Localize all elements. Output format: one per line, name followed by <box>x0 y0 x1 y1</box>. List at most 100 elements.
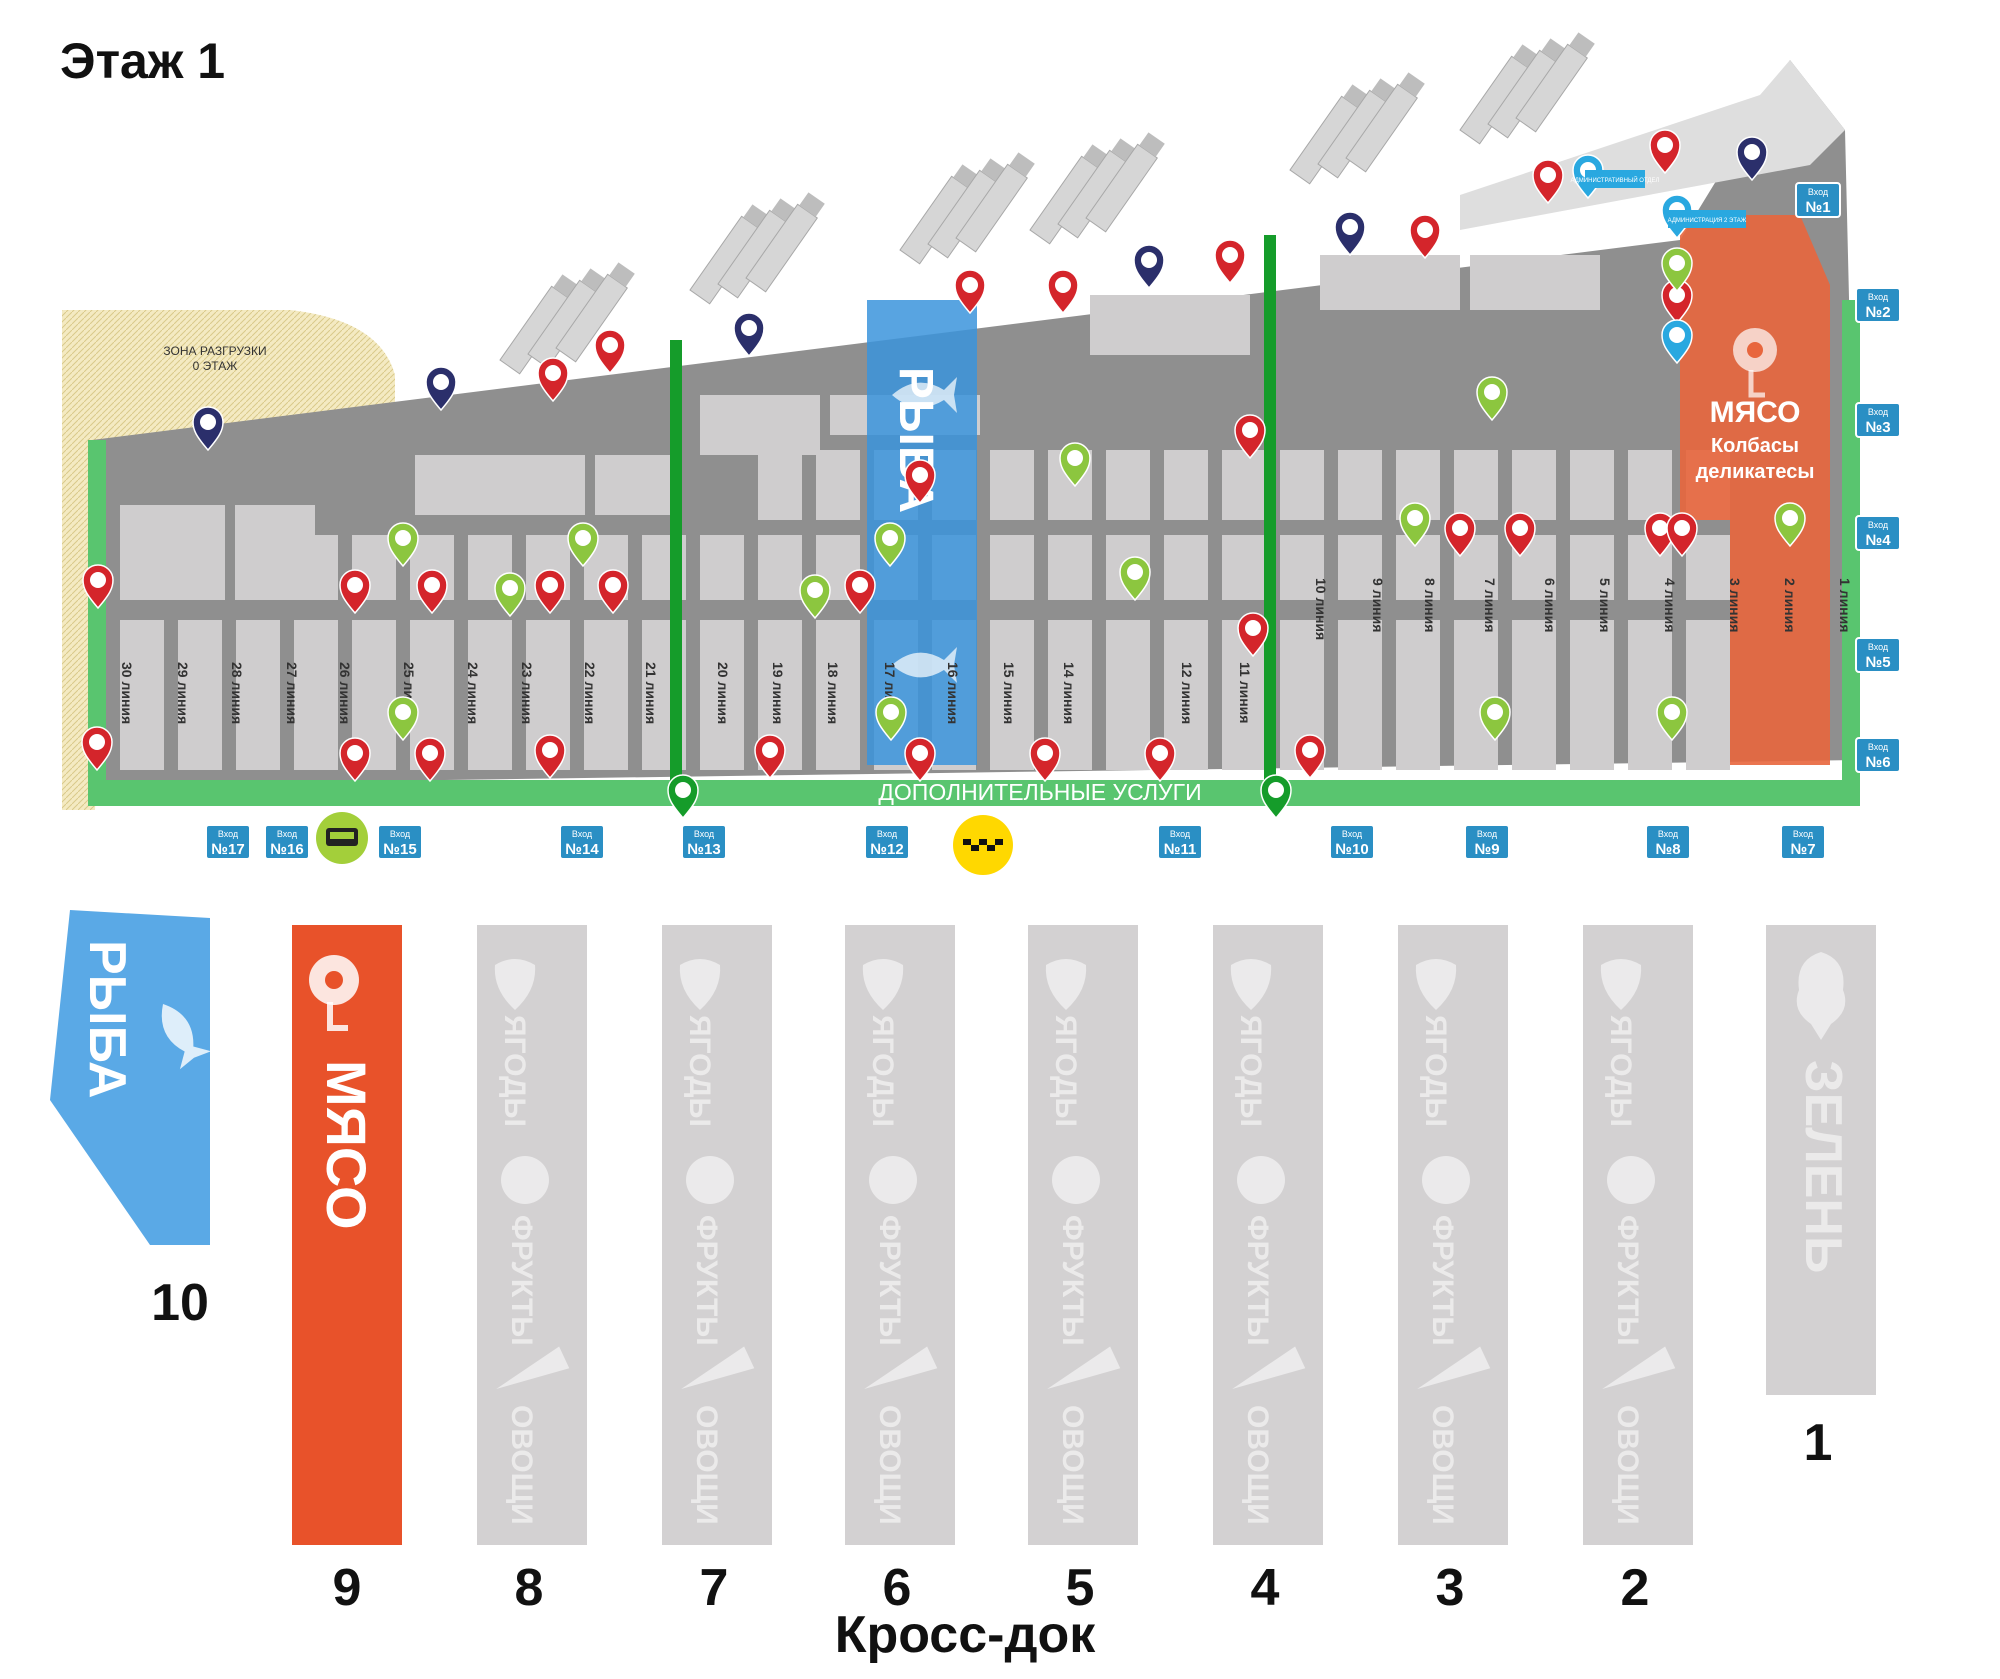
stall-block <box>1512 620 1556 770</box>
atm-icon[interactable] <box>339 569 371 615</box>
flower-icon[interactable] <box>1476 376 1508 422</box>
atm-icon[interactable] <box>1409 214 1441 260</box>
flower-icon[interactable] <box>494 572 526 618</box>
atm-icon[interactable] <box>1234 414 1266 460</box>
dock-label: РЫБА <box>78 940 136 1099</box>
meat-icon <box>309 955 359 1031</box>
bus-stop-icon[interactable] <box>667 774 699 820</box>
lane-label: 14 линия <box>1061 662 1077 724</box>
atm-icon[interactable] <box>597 569 629 615</box>
stall-block <box>1470 255 1600 310</box>
restroom-icon[interactable] <box>1133 244 1165 290</box>
flower-icon[interactable] <box>1656 696 1688 742</box>
flower-icon[interactable] <box>1059 442 1091 488</box>
dock-label: ЯГОДЫ <box>498 1015 531 1127</box>
atm-icon[interactable] <box>1666 512 1698 558</box>
flower-icon[interactable] <box>1119 556 1151 602</box>
restroom-icon[interactable] <box>733 312 765 358</box>
atm-icon[interactable] <box>754 734 786 780</box>
atm-icon[interactable] <box>534 569 566 615</box>
flower-icon[interactable] <box>387 696 419 742</box>
atm-icon[interactable] <box>537 357 569 403</box>
lane-label: 1 линия <box>1837 578 1853 632</box>
atm-icon[interactable] <box>416 569 448 615</box>
atm-icon[interactable] <box>1047 269 1079 315</box>
atm-icon[interactable] <box>1532 159 1564 205</box>
atm-icon[interactable] <box>414 737 446 783</box>
info-icon[interactable] <box>1661 319 1693 365</box>
atm-icon[interactable] <box>82 564 114 610</box>
dock-number: 10 <box>151 1274 209 1332</box>
flower-icon[interactable] <box>799 574 831 620</box>
atm-icon[interactable] <box>954 269 986 315</box>
atm-icon[interactable] <box>1144 737 1176 783</box>
stall-block <box>1338 620 1382 770</box>
flower-icon[interactable] <box>387 522 419 568</box>
meat-zone[interactable]: МЯСО Колбасы деликатесы <box>1680 215 1830 765</box>
atm-icon[interactable] <box>904 459 936 505</box>
bus-icon[interactable] <box>316 812 368 864</box>
taxi-icon[interactable] <box>953 815 1013 875</box>
stall-block <box>990 620 1034 770</box>
atm-icon[interactable] <box>1649 129 1681 175</box>
fish-icon <box>892 647 957 683</box>
atm-icon[interactable] <box>339 737 371 783</box>
entrance-word: Вход <box>1868 407 1889 417</box>
atm-icon[interactable] <box>904 737 936 783</box>
restroom-icon[interactable] <box>1334 211 1366 257</box>
restroom-icon[interactable] <box>192 406 224 452</box>
atm-icon[interactable] <box>81 726 113 772</box>
stall-block <box>1338 535 1382 600</box>
atm-icon[interactable] <box>1214 239 1246 285</box>
flower-icon[interactable] <box>874 522 906 568</box>
restroom-icon[interactable] <box>1736 136 1768 182</box>
flower-icon[interactable] <box>1479 696 1511 742</box>
atm-icon[interactable] <box>1504 512 1536 558</box>
flower-icon[interactable] <box>1661 247 1693 293</box>
lane-label: 7 линия <box>1482 578 1498 632</box>
flower-icon[interactable] <box>1399 502 1431 548</box>
atm-icon[interactable] <box>1294 734 1326 780</box>
atm-icon[interactable] <box>1237 612 1269 658</box>
atm-icon[interactable] <box>534 734 566 780</box>
stall-block <box>816 620 860 770</box>
crossdock-label: Кросс-док <box>835 1606 1097 1664</box>
dock-10[interactable]: РЫБА 10 <box>50 910 212 1332</box>
bus-stop-icon[interactable] <box>1260 774 1292 820</box>
atm-icon[interactable] <box>594 329 626 375</box>
dock-number: 4 <box>1251 1559 1280 1617</box>
flower-icon[interactable] <box>567 522 599 568</box>
flower-icon[interactable] <box>875 696 907 742</box>
restroom-icon[interactable] <box>425 366 457 412</box>
atm-icon[interactable] <box>1444 512 1476 558</box>
flower-icon[interactable] <box>1774 502 1806 548</box>
atm-icon[interactable] <box>844 569 876 615</box>
atm-icon[interactable] <box>1029 737 1061 783</box>
